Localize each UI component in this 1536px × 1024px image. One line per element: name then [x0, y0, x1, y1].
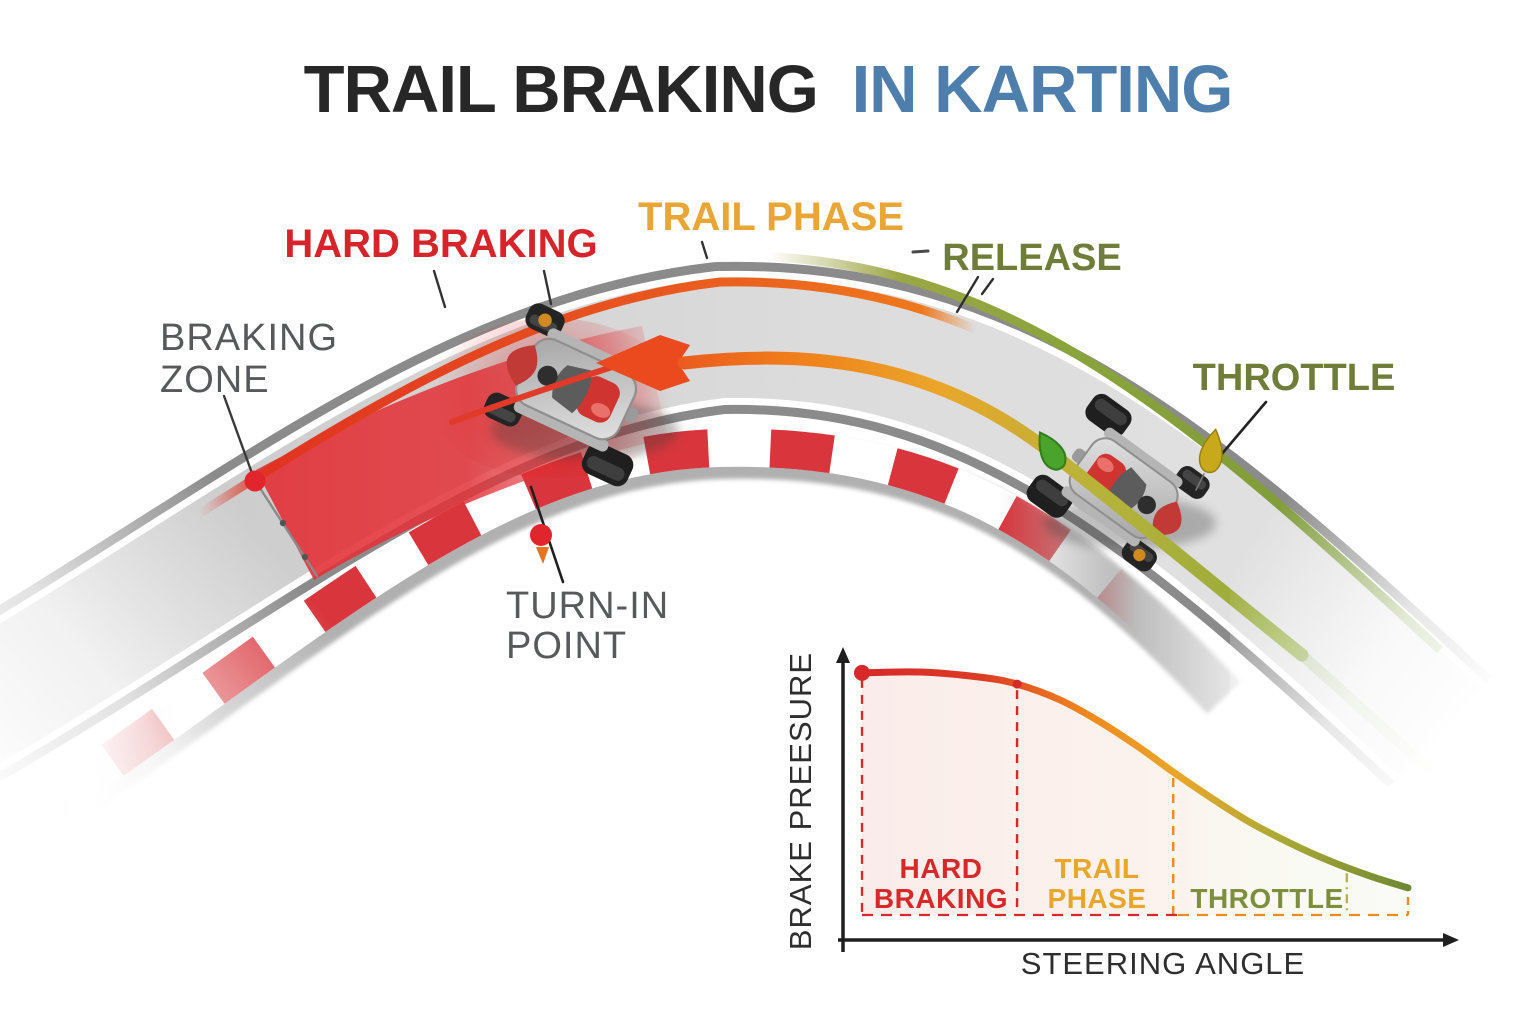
release-leader [955, 275, 980, 314]
braking-zone-crossline [254, 480, 319, 578]
chart-boundaries [860, 678, 1410, 916]
chart-phase-trail-line1: TRAIL [1055, 853, 1140, 884]
brake-pressure-chart: BRAKE PREESURE STEERING ANGLE HARD BRAKI… [783, 647, 1459, 981]
turn-in-marker [530, 524, 552, 546]
chart-point-markers [854, 664, 1022, 689]
chart-phase-hard-line2: BRAKING [874, 883, 1008, 914]
x-axis-label: STEERING ANGLE [1021, 946, 1305, 981]
page-title-part1: TRAIL BRAKING [304, 52, 818, 127]
track-fade-right [1230, 340, 1536, 810]
track-labels: HARD BRAKING TRAIL PHASE RELEASE THROTTL… [160, 195, 1395, 667]
page-title: TRAIL BRAKING IN KARTING [304, 52, 1233, 127]
turn-in-cone-icon [536, 547, 549, 564]
trail-phase-label: TRAIL PHASE [638, 195, 904, 239]
chart-curve [858, 668, 1412, 892]
braking-zone-leader [222, 394, 255, 478]
track-fade-left [0, 430, 360, 1024]
y-axis-label: BRAKE PREESURE [783, 652, 818, 950]
hard-braking-leader-1 [432, 269, 447, 309]
throttle-marker [1198, 428, 1223, 474]
chart-underfill [862, 671, 1408, 916]
release-marker [1038, 431, 1067, 471]
hard-braking-leader-2 [542, 269, 553, 306]
annotations [222, 240, 1268, 584]
throttle-leader [1213, 400, 1268, 464]
chart-phase-throttle: THROTTLE [1190, 883, 1343, 914]
turn-in-point-label: TURN-IN POINT [506, 585, 681, 667]
curve-point-marker [1012, 679, 1022, 689]
throttle-label: THROTTLE [1193, 357, 1396, 399]
braking-zone-marker [244, 470, 266, 492]
release-label: RELEASE [942, 237, 1121, 279]
release-leader-tick [980, 277, 995, 296]
racing-line-arrow [596, 335, 690, 391]
chart-phase-hard-line1: HARD [900, 853, 983, 884]
braking-zone-tick-1 [279, 519, 287, 527]
braking-zone-label: BRAKING ZONE [160, 317, 350, 401]
page-title-part2: IN KARTING [852, 52, 1233, 127]
y-axis-arrow-icon [836, 647, 850, 663]
x-axis-arrow-icon [1443, 933, 1459, 947]
racing-line-entry [449, 364, 615, 425]
release-dash [911, 249, 930, 254]
chart-phase-trail-line2: PHASE [1048, 883, 1147, 914]
curve-point-marker [854, 664, 870, 681]
trail-phase-leader [700, 240, 709, 260]
braking-zone-tick-2 [301, 553, 309, 561]
throttle-marker-tail [1195, 473, 1205, 491]
hard-braking-label: HARD BRAKING [284, 222, 597, 266]
